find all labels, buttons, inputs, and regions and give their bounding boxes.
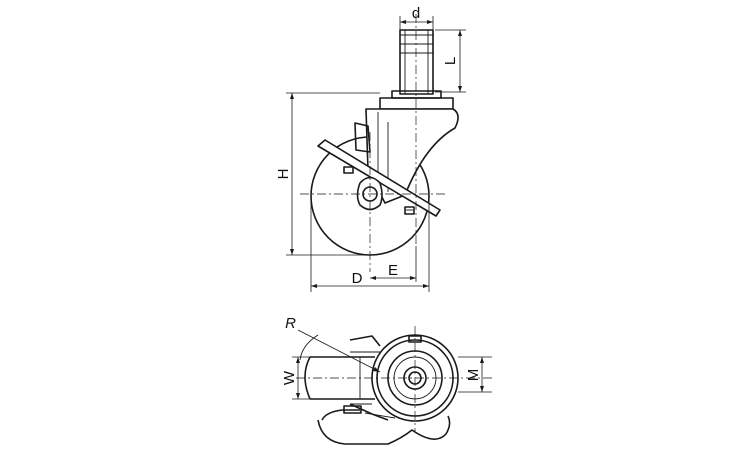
label-L: L — [442, 57, 459, 65]
brake-lever — [317, 122, 441, 217]
label-H: H — [275, 169, 292, 180]
label-R: R — [285, 315, 296, 332]
top-view: R W M — [281, 315, 492, 445]
label-E: E — [388, 262, 398, 279]
label-d: d — [412, 5, 420, 22]
threaded-stem — [399, 29, 434, 95]
dimension-E: E — [370, 246, 417, 282]
dimension-d: d — [399, 5, 434, 30]
side-view: d L H D — [275, 5, 466, 292]
label-W: W — [281, 370, 298, 385]
dimension-D: D — [310, 196, 430, 292]
label-D: D — [352, 270, 363, 287]
label-M: M — [465, 369, 482, 382]
wheel-tread-top — [299, 334, 375, 400]
dimension-W: W — [281, 356, 310, 400]
dimension-M: M — [458, 356, 492, 393]
dimension-R: R — [285, 315, 381, 373]
dimension-L: L — [435, 29, 466, 93]
dimension-H: H — [275, 92, 380, 256]
brake-pedal-top — [317, 405, 451, 445]
